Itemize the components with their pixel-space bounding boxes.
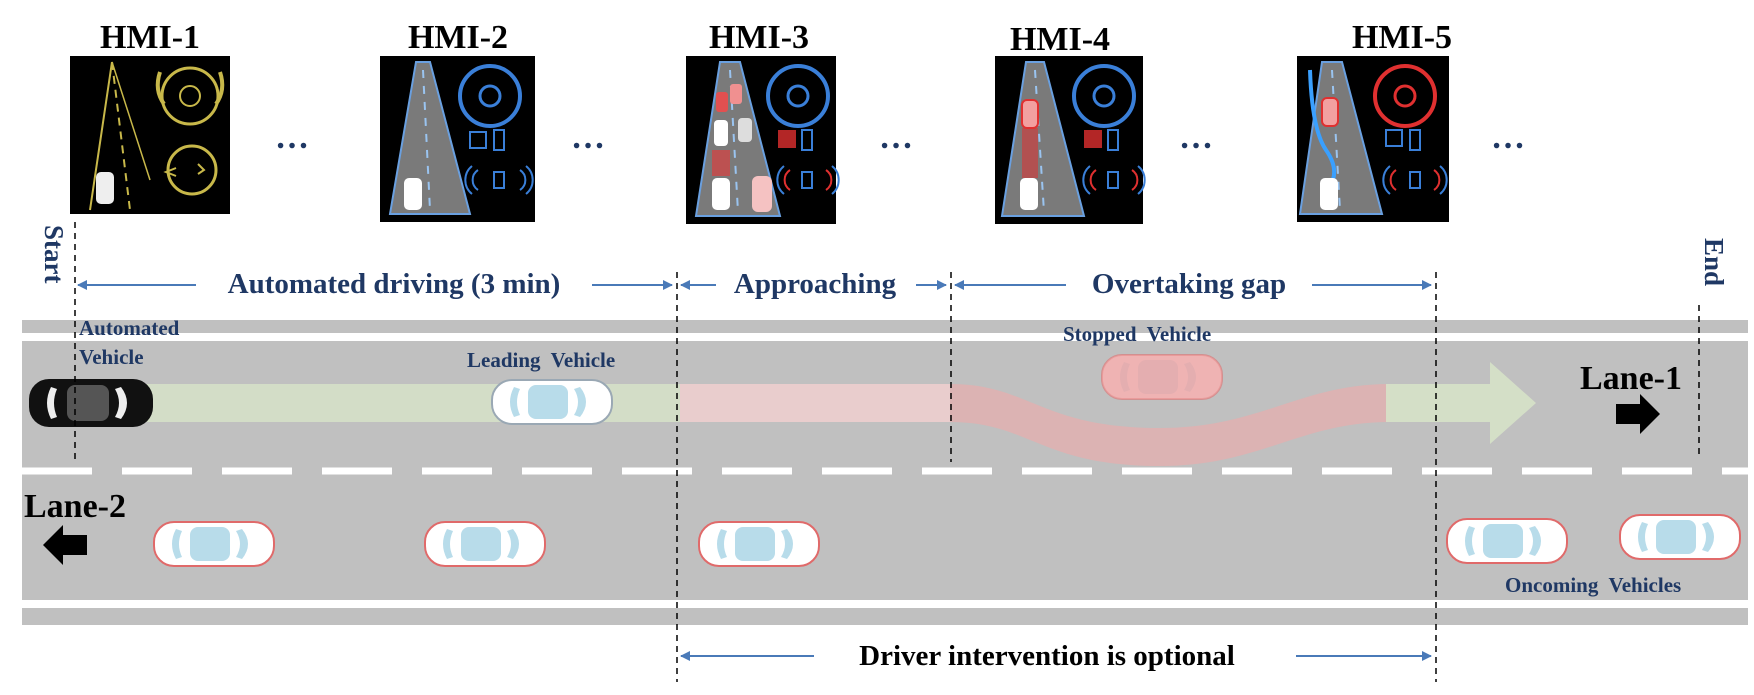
lane-1-label: Lane-1 (1580, 360, 1682, 397)
start-marker: Start (39, 225, 69, 283)
ellipsis-4: … (1179, 119, 1213, 156)
phase-overtaking-text: Overtaking gap (1092, 268, 1286, 300)
hmi-1-panel (70, 56, 230, 214)
hmi-1-title: HMI-1 (100, 19, 200, 56)
stopped-vehicle-tint (1102, 355, 1222, 399)
end-marker: End (1699, 238, 1729, 286)
overtaking-path (950, 384, 1390, 466)
leading-vehicle-label: Leading Vehicle (467, 348, 615, 372)
road (22, 320, 1748, 625)
leading-vehicle (491, 379, 613, 425)
oncoming-vehicle (698, 521, 820, 567)
stopped-vehicle-label: Stopped Vehicle (1063, 322, 1211, 346)
phase-intervention-text: Driver intervention is optional (859, 640, 1235, 672)
phase-label-approaching: Approaching (716, 264, 916, 304)
automated-vehicle-label-line1: Automated (79, 316, 180, 340)
oncoming-vehicle (424, 521, 546, 567)
automated-vehicle-label-line2: Vehicle (79, 345, 144, 369)
oncoming-vehicles-label: Oncoming Vehicles (1505, 573, 1681, 597)
ellipsis-3: … (879, 119, 913, 156)
ellipsis-1: … (275, 119, 309, 156)
hmi-5-panel (1297, 56, 1449, 222)
oncoming-vehicle (1446, 518, 1568, 564)
lane-1-path-arrow (1386, 362, 1536, 444)
lane-2-label: Lane-2 (24, 488, 126, 525)
lane-2-direction-arrow (43, 525, 87, 565)
phase-approaching-text: Approaching (734, 268, 897, 300)
ellipsis-5: … (1491, 119, 1525, 156)
hmi-2-title: HMI-2 (408, 19, 508, 56)
phase-automated-text: Automated driving (3 min) (228, 268, 561, 300)
hmi-2-panel (380, 56, 535, 222)
hmi-4-title: HMI-4 (1010, 21, 1110, 58)
phase-label-overtaking: Overtaking gap (1066, 264, 1312, 304)
oncoming-vehicle (1619, 514, 1741, 560)
phase-label-intervention: Driver intervention is optional (814, 636, 1296, 676)
hmi-3-panel (686, 56, 840, 224)
hmi-3-title: HMI-3 (709, 19, 809, 56)
phase-label-automated: Automated driving (3 min) (196, 264, 592, 304)
hmi-5-title: HMI-5 (1352, 19, 1452, 56)
phase-boundaries (74, 222, 1700, 682)
hmi-4-panel (995, 56, 1146, 224)
oncoming-vehicle (153, 521, 275, 567)
automated-vehicle (29, 379, 153, 427)
approach-path (680, 384, 950, 422)
lane-1-direction-arrow (1616, 394, 1660, 434)
ellipsis-2: … (571, 119, 605, 156)
